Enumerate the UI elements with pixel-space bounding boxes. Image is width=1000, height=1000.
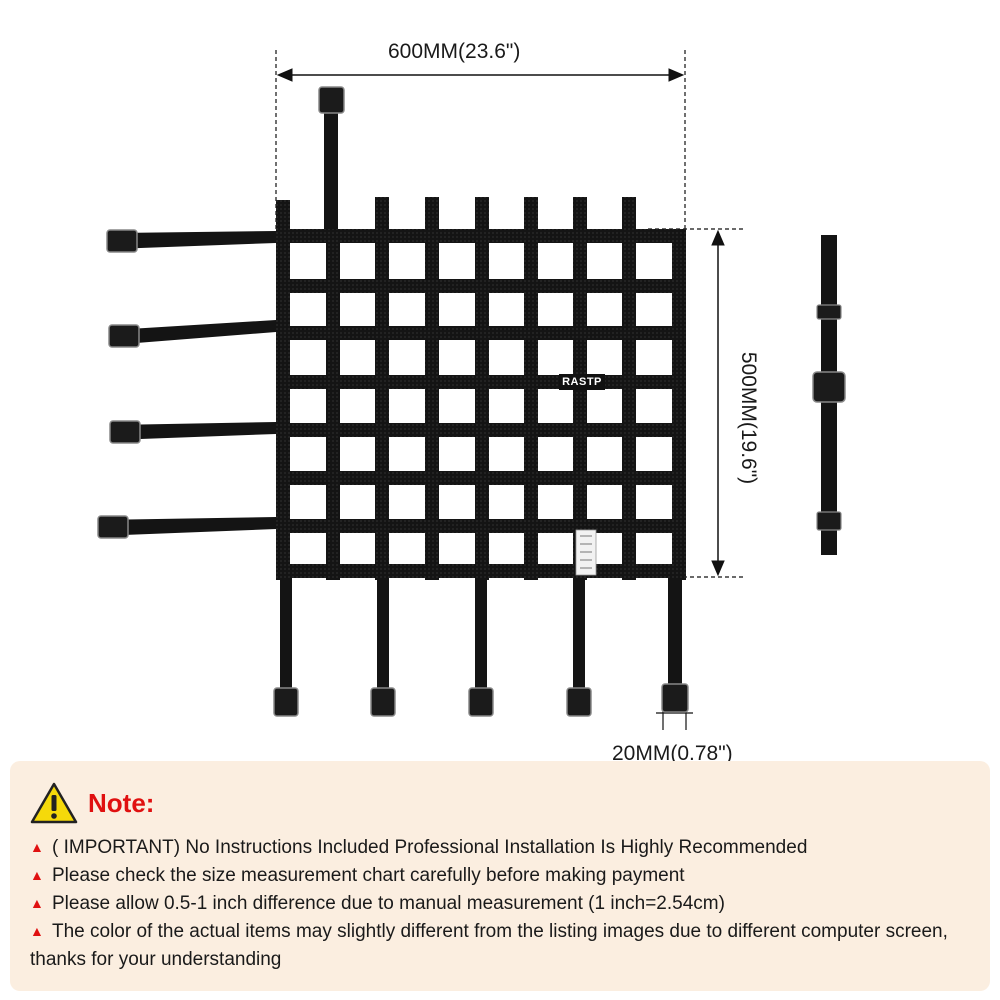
note-header: Note: xyxy=(30,781,154,825)
note-item: ▲ ( IMPORTANT) No Instructions Included P… xyxy=(30,833,807,862)
note-item: ▲ Please allow 0.5-1 inch difference due … xyxy=(30,889,725,918)
separate-strap xyxy=(812,235,846,555)
height-dimension-label: 500MM(19.6") xyxy=(737,351,760,485)
note-item-text: ( IMPORTANT) No Instructions Included Pr… xyxy=(52,837,808,858)
note-item-text: The color of the actual items may slight… xyxy=(30,921,948,970)
note-item: ▲ Please check the size measurement chart… xyxy=(30,861,685,890)
left-buckles xyxy=(97,229,141,539)
note-item-text: Please check the size measurement chart … xyxy=(52,865,685,886)
note-item-text: Please allow 0.5-1 inch difference due t… xyxy=(52,893,725,914)
note-box: Note: ▲ ( IMPORTANT) No Instructions Incl… xyxy=(10,761,990,991)
triangle-bullet-icon: ▲ xyxy=(30,867,44,883)
note-title: Note: xyxy=(88,787,155,818)
window-net-illustration xyxy=(97,50,846,730)
triangle-bullet-icon: ▲ xyxy=(30,895,44,911)
brand-tag: RASTP xyxy=(559,374,605,390)
product-figure: 600MM(23.6") 500MM(19.6") 20MM(0.78") RA… xyxy=(97,40,846,765)
triangle-bullet-icon: ▲ xyxy=(30,839,44,855)
left-straps xyxy=(100,231,276,536)
top-strap xyxy=(324,90,338,238)
warning-icon xyxy=(30,782,78,824)
triangle-bullet-icon: ▲ xyxy=(30,923,44,939)
width-dimension-label: 600MM(23.6") xyxy=(388,40,521,63)
top-buckle xyxy=(318,86,345,114)
note-item: ▲The color of the actual items may sligh… xyxy=(30,917,980,974)
strap-width-label: 20MM(0.78") xyxy=(612,742,733,765)
bottom-straps xyxy=(280,578,682,700)
net-grid xyxy=(276,197,686,580)
bottom-buckles xyxy=(273,683,689,717)
